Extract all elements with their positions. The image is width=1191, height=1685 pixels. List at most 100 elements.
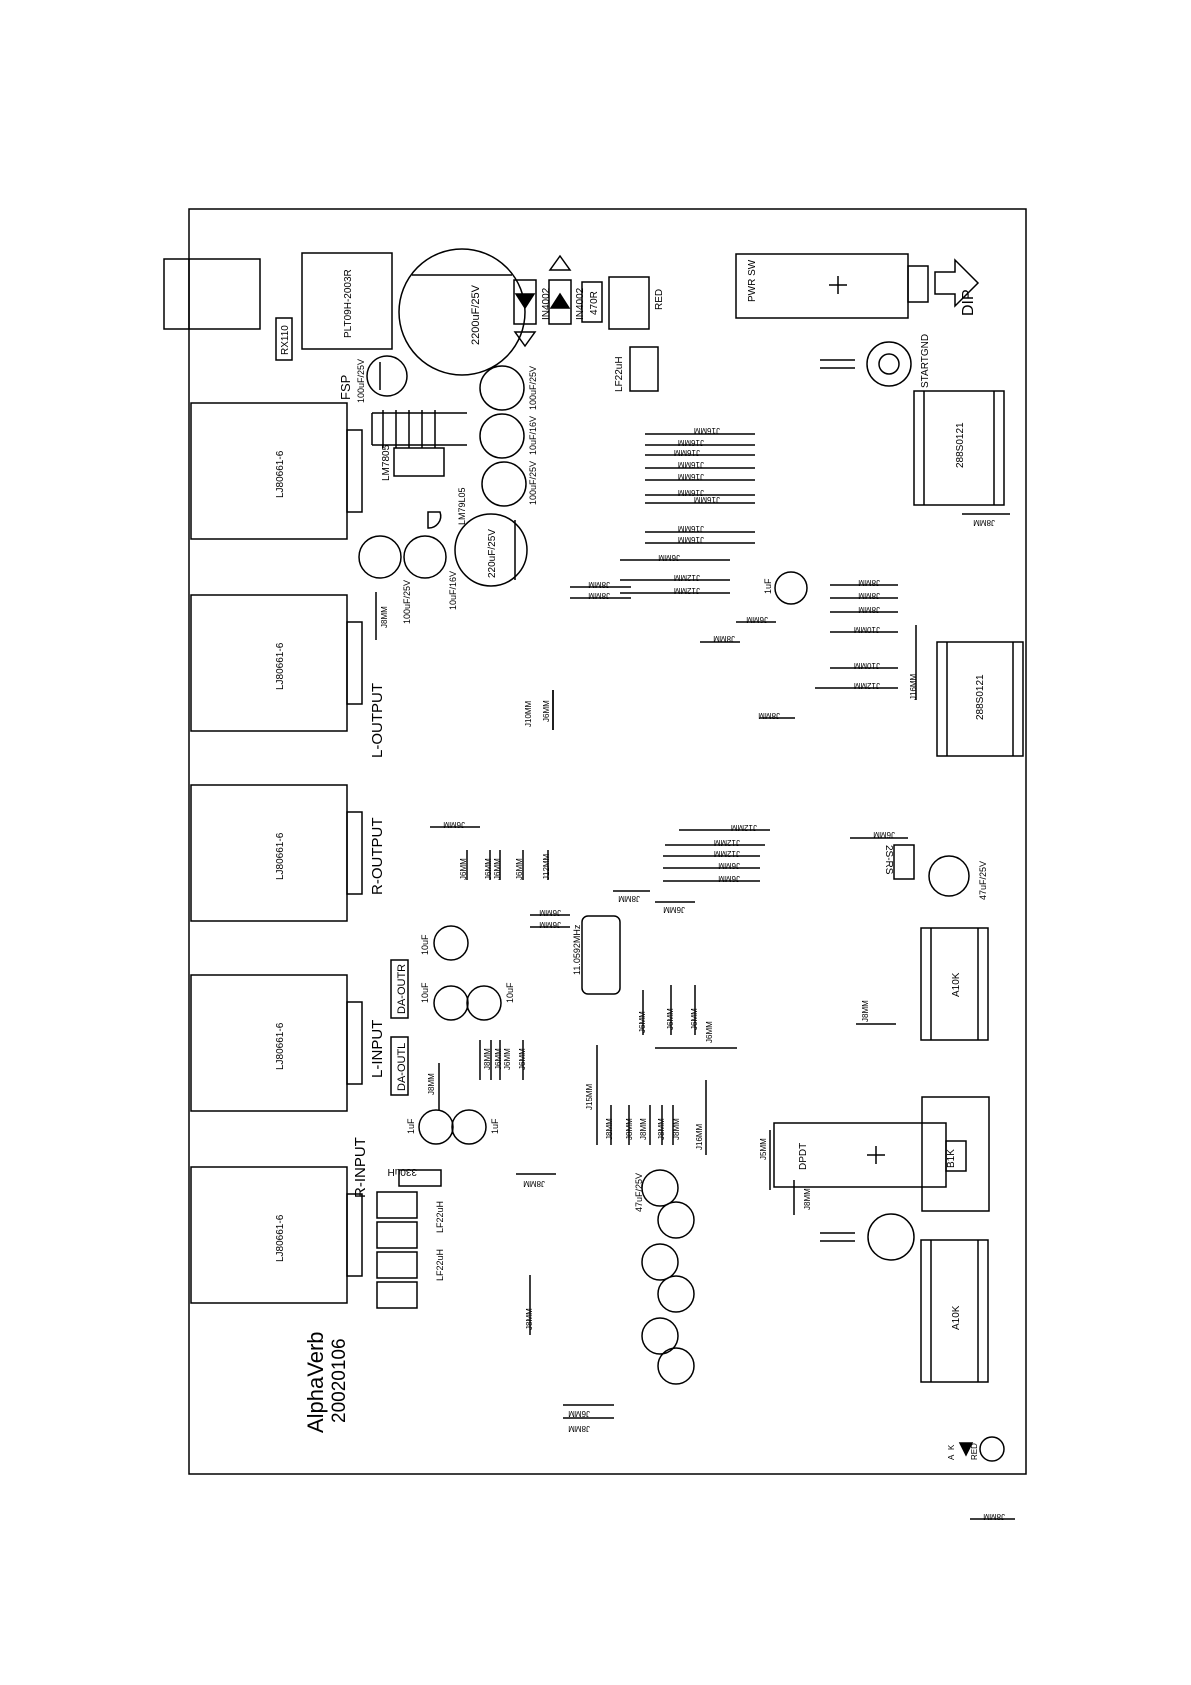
- jumper-label: J10MM: [853, 625, 880, 634]
- diode-2: [548, 279, 572, 325]
- jumper-label: J6MM: [663, 905, 685, 914]
- diode-1-label: IN4002: [541, 287, 552, 320]
- dpdt-label: DPDT: [798, 1143, 809, 1170]
- jack-r-output: [190, 784, 363, 922]
- lf22-a-label: LF22uH: [435, 1201, 445, 1233]
- crystal: [581, 915, 621, 995]
- pot-288s0121-top: [913, 390, 1005, 506]
- led-red-label: RED: [654, 289, 665, 310]
- pot-288s0121-bottom: [936, 641, 1024, 757]
- jumper-label: J6MM: [638, 1011, 647, 1033]
- jack-4-ref: LJ80661-6: [275, 1022, 286, 1070]
- pot-b1k: [921, 1096, 990, 1212]
- jack-r-input: [190, 1166, 363, 1304]
- jumper-label: J6MM: [515, 858, 524, 880]
- da-outr-label: DA-OUTR: [396, 964, 408, 1014]
- inductor-330uh: [398, 1169, 442, 1187]
- cap-g-label: 10uF/16V: [448, 571, 458, 610]
- cap-1uf-top-label: 1uF: [763, 578, 773, 594]
- jumper-label: J8MM: [713, 634, 735, 643]
- led-k-label: K: [947, 1444, 956, 1450]
- main-cap-label: 2200uF/25V: [470, 284, 482, 345]
- cap-1uf-2: [451, 1109, 487, 1145]
- pot-a10k-2: [920, 1239, 989, 1383]
- cap-10uf-2: [433, 985, 469, 1021]
- cap-a: [479, 365, 525, 411]
- jumper-label: J8MM: [983, 1512, 1005, 1521]
- cap-47-label: 47uF/25V: [634, 1173, 644, 1212]
- cap-1uf-1-label: 1uF: [406, 1118, 416, 1134]
- jumper-label: J15MM: [585, 1083, 594, 1110]
- led-a-label: A: [947, 1454, 956, 1460]
- cap-f: [358, 535, 402, 579]
- startgnd-label: STARTGND: [920, 334, 931, 388]
- jumper-label: J8MM: [803, 1188, 812, 1210]
- arrow-up: [548, 254, 572, 271]
- jack-2-ref: LJ80661-6: [275, 642, 286, 690]
- rx110-label: RX110: [280, 325, 291, 355]
- cap-220uf: [454, 513, 528, 587]
- jack-1-label: FSP: [338, 375, 353, 400]
- jumper-label: J16MM: [677, 438, 704, 447]
- jumper-label: J12MM: [853, 681, 880, 690]
- jumper-label: J16MM: [677, 472, 704, 481]
- jumper-label: J6MM: [443, 820, 465, 829]
- jumper-label: J8MM: [625, 1118, 634, 1140]
- jumper-label: J10MM: [524, 700, 533, 727]
- board-date: 20020106: [329, 1338, 350, 1423]
- jumper-label: J8MM: [568, 1424, 590, 1433]
- jack-2-label: L-OUTPUT: [369, 683, 386, 758]
- jumper-label: J6MM: [718, 861, 740, 870]
- jumper-wires: J16MMJ16MMJ16MMJ16MMJ16MMJ16MMJ16MMJ16MM…: [375, 426, 1015, 1521]
- jumper-label: J12MM: [673, 573, 700, 582]
- jumper-label: J6MM: [539, 920, 561, 929]
- board-name: AlphaVerb: [303, 1331, 328, 1433]
- inductor-top: [629, 346, 659, 392]
- jumper-label: J8MM: [525, 1308, 534, 1330]
- main-capacitor: [398, 248, 526, 376]
- reg2-label: LM79L05: [457, 487, 467, 525]
- cap-220-label: 220uF/25V: [487, 529, 498, 578]
- jumper-label: J12MM: [713, 849, 740, 858]
- cap-10uf-3: [466, 985, 502, 1021]
- resistor-label: 470R: [589, 291, 600, 315]
- jumper-label: J6MM: [873, 830, 895, 839]
- lf22-b-label: LF22uH: [435, 1249, 445, 1281]
- power-switch-label: PWR SW: [747, 259, 758, 302]
- jumper-label: J12MM: [673, 586, 700, 595]
- jumper-label: J6MM: [746, 615, 768, 624]
- regulator-lm7805: [393, 447, 445, 477]
- jumper-label: J8MM: [639, 1118, 648, 1140]
- jumper-label: J6MM: [666, 1008, 675, 1030]
- cap-47-right-label: 47uF/25V: [978, 861, 988, 900]
- jumper-label: J8MM: [858, 578, 880, 587]
- dip-arrow: [934, 258, 980, 308]
- jack-1-ref: LJ80661-6: [275, 450, 286, 498]
- jack-3-label: R-OUTPUT: [369, 818, 386, 896]
- cap-g: [403, 535, 447, 579]
- jumper-label: J8MM: [427, 1073, 436, 1095]
- jumper-label: J12MM: [730, 823, 757, 832]
- pot-a10k-1: [920, 927, 989, 1041]
- board-outline: [188, 208, 1027, 1475]
- dip-label: DIP: [960, 289, 977, 316]
- led-bottom-circle: [979, 1436, 1005, 1462]
- jumper-label: J6MM: [568, 1409, 590, 1418]
- pot-a10k-2-label: A10K: [951, 1305, 962, 1330]
- led-bottom-symbol: [958, 1442, 974, 1457]
- jumper-label: J6MM: [503, 1048, 512, 1070]
- jumper-label: J6MM: [542, 700, 551, 722]
- arrow-down: [513, 331, 537, 348]
- jack-3-ref: LJ80661-6: [275, 832, 286, 880]
- rx110-box: [275, 317, 293, 361]
- diode-1: [513, 279, 537, 325]
- cap-10uf-2-label: 10uF: [420, 982, 430, 1003]
- jumper-label: J6MM: [484, 858, 493, 880]
- round-pad: [867, 1213, 915, 1261]
- jumper-label: J6MM: [494, 1048, 503, 1070]
- inductor-top-label: LF22uH: [614, 356, 625, 392]
- ind-330-label: 330uH: [388, 1166, 417, 1177]
- jumper-label: J8MM: [973, 518, 995, 527]
- jumper-label: J8MM: [758, 711, 780, 720]
